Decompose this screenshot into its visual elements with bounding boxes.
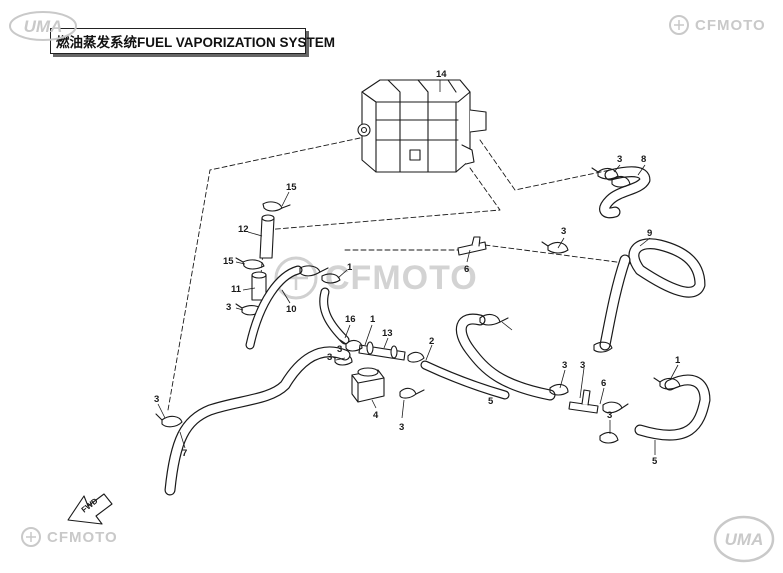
cfmoto-text: CFMOTO: [695, 16, 766, 34]
callout: 3: [327, 352, 332, 363]
clamp-hose-9-bottom: [593, 341, 613, 353]
callout: 12: [238, 224, 249, 235]
clamp-3-near-valve-right: [399, 387, 425, 399]
cfmoto-logo-center: CFMOTO: [272, 254, 478, 302]
callout: 14: [436, 69, 447, 80]
title-box: 燃油蒸发系统FUEL VAPORIZATION SYSTEM: [50, 28, 335, 54]
hose-12: [259, 214, 275, 259]
hose-10: [245, 265, 303, 350]
callout: 8: [641, 154, 646, 165]
callout: 3: [607, 410, 612, 421]
uma-text: UMA: [24, 17, 63, 36]
clamp-3-under-tee: [599, 431, 619, 444]
fwd-arrow: [67, 493, 113, 525]
tee-6-lower: [568, 389, 599, 414]
callout: 6: [464, 264, 469, 275]
cfmoto-text: CFMOTO: [325, 258, 478, 297]
clamp-3-hose-7: [155, 413, 183, 428]
clamp-1-top: [299, 265, 329, 277]
callout: 3: [562, 360, 567, 371]
uma-badge-icon: UMA: [9, 11, 77, 41]
hose-5-middle: [455, 313, 556, 401]
clamp-1-near-13: [339, 339, 363, 352]
uma-badge-icon: UMA: [713, 515, 775, 563]
callout: 3: [580, 360, 585, 371]
callout-leaders: [157, 80, 679, 455]
callout: 2: [429, 336, 434, 347]
tee-6-upper: [457, 236, 487, 256]
callout: 13: [382, 328, 393, 339]
cfmoto-text: CFMOTO: [47, 528, 118, 546]
clamp-15-top: [262, 201, 291, 212]
callout: 4: [373, 410, 379, 421]
clamp-3-hose-8: [591, 167, 619, 180]
callout: 5: [488, 396, 494, 407]
callout: 3: [561, 226, 566, 237]
callout: 10: [286, 304, 297, 315]
callout: 3: [617, 154, 622, 165]
callout: 15: [286, 182, 297, 193]
callout: 3: [154, 394, 159, 405]
callout: 3: [337, 344, 342, 355]
callout: 11: [231, 284, 242, 295]
cfmoto-emblem-icon: [21, 527, 41, 547]
callout: 9: [647, 228, 652, 239]
clamp-1-right: [653, 377, 681, 390]
cfmoto-logo-bottom-left: CFMOTO: [20, 526, 118, 548]
uma-text: UMA: [725, 530, 764, 549]
hose-2: [420, 360, 510, 400]
hose-9: [599, 238, 706, 351]
callout: 1: [347, 262, 353, 273]
callout: 1: [675, 355, 681, 366]
callout: 3: [226, 302, 231, 313]
connector-13: [358, 341, 406, 361]
hose-7: [164, 346, 351, 496]
callout-labels: 14 15 12 15 11 3 10 1 6 3 3 8 9 16 1 13 …: [154, 69, 681, 467]
clamp-3-tee: [602, 401, 629, 414]
callout: 5: [652, 456, 658, 467]
cfmoto-emblem-icon: [669, 15, 689, 35]
callout: 1: [370, 314, 376, 325]
callout: 3: [399, 422, 404, 433]
uma-logo-bottom-right: UMA: [712, 514, 776, 564]
cfmoto-logo-top-right: CFMOTO: [668, 14, 766, 36]
uma-logo-top-left: UMA: [8, 10, 78, 42]
hose-16: [319, 287, 350, 345]
hose-5-right: [634, 374, 711, 441]
clamp-3-hose-5-end: [549, 383, 569, 396]
clamp-hose-5-top: [479, 313, 509, 326]
hose-8: [599, 166, 651, 219]
callout: 6: [601, 378, 606, 389]
callout: 7: [182, 448, 187, 459]
callout: 15: [223, 256, 234, 267]
page-title: 燃油蒸发系统FUEL VAPORIZATION SYSTEM: [56, 35, 336, 50]
charcoal-canister: [357, 79, 487, 173]
clamp-2-end: [407, 351, 425, 363]
dashed-assembly-lines: [167, 137, 641, 411]
valve-4: [351, 367, 385, 403]
clamp-hose-8-second: [611, 175, 631, 188]
clamp-15-lower: [235, 257, 265, 270]
clamp-upper-mid: [321, 273, 341, 284]
clamp-3-upper-right: [541, 241, 569, 254]
callout: 16: [345, 314, 356, 325]
